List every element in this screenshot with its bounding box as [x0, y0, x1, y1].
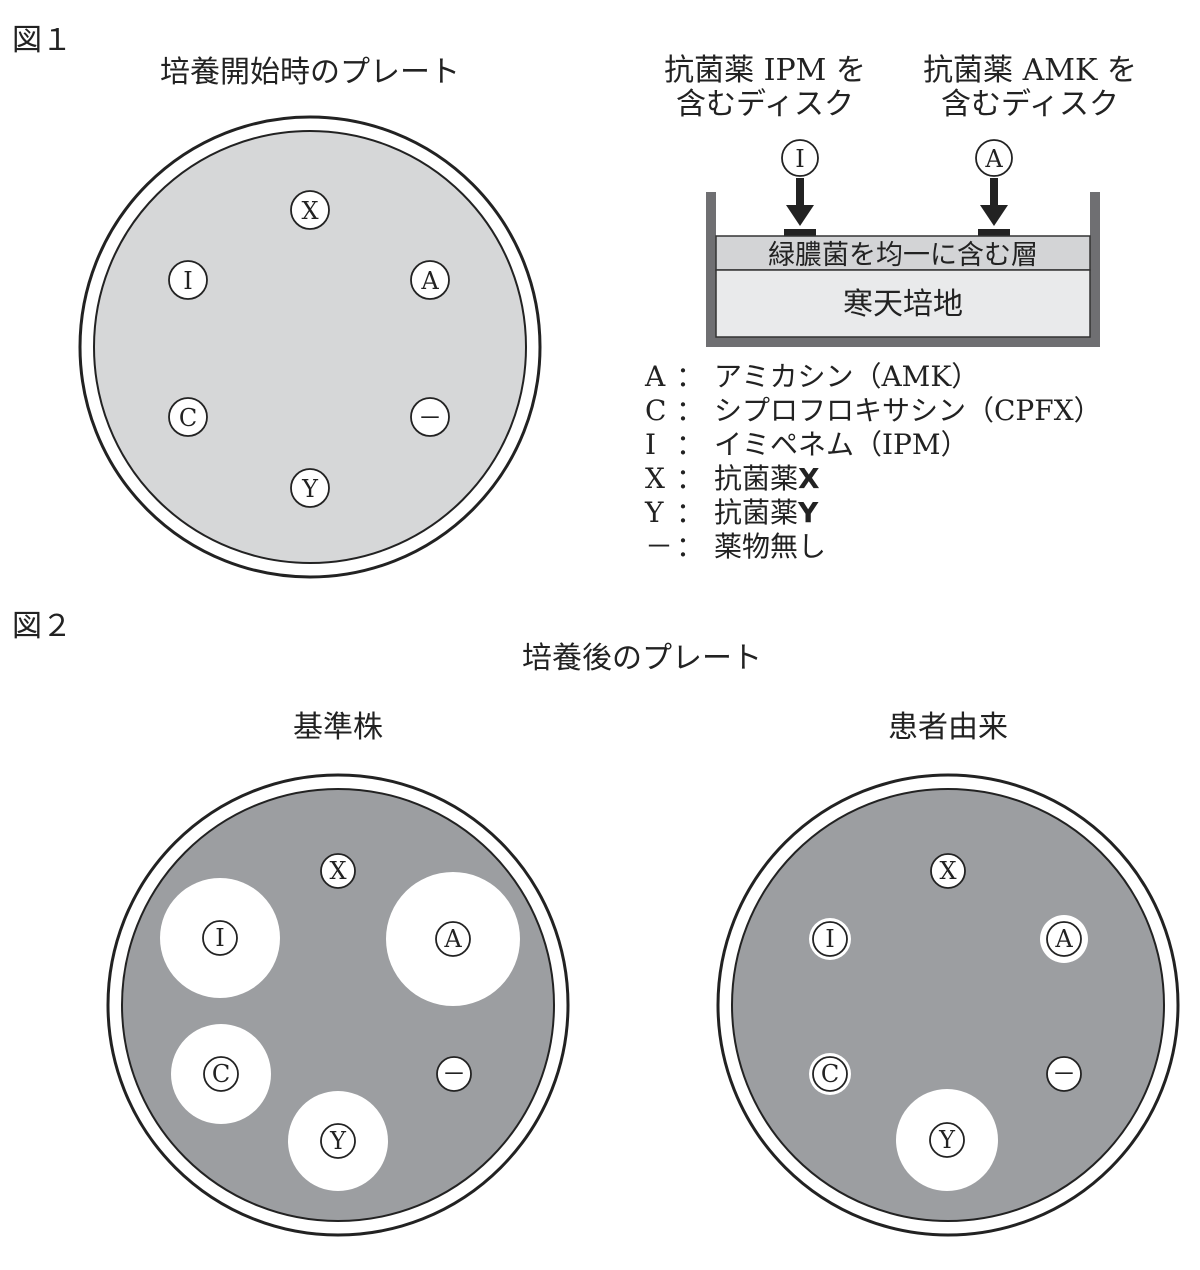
disc-none-label: －	[1052, 1060, 1076, 1088]
amk-marker-label: A	[984, 145, 1003, 173]
legend-key: X	[645, 462, 665, 495]
legend-row-a: A ： アミカシン（AMK）	[644, 360, 979, 393]
patient-plate-agar	[731, 788, 1165, 1222]
legend-key: A	[644, 360, 666, 393]
disc-c: C	[168, 397, 208, 437]
legend-desc: 薬物無し	[714, 530, 826, 563]
disc-i-label: I	[215, 924, 224, 952]
dish-cross-section: 緑膿菌を均一に含む層 寒天培地	[706, 192, 1100, 347]
legend-row-y: Y ： 抗菌薬 Y	[644, 496, 819, 529]
disc-y-label: Y	[329, 1127, 347, 1155]
disc-i: I	[168, 260, 208, 300]
legend-key: Y	[644, 496, 664, 529]
disc-a-label: A	[1054, 925, 1073, 953]
ipm-marker-label: I	[795, 145, 804, 173]
figure1-plate-title: 培養開始時のプレート	[160, 55, 460, 90]
initial-plate-agar	[93, 130, 527, 564]
bacteria-layer	[715, 235, 1091, 271]
figure2-label: 図２	[12, 609, 72, 644]
disc-y: Y	[290, 468, 330, 508]
disc-c: C	[812, 1056, 848, 1092]
disc-a-label: A	[443, 925, 462, 953]
legend-desc: アミカシン（AMK）	[714, 360, 979, 393]
legend-row-none: － ： 薬物無し	[645, 530, 826, 563]
dish-wall-left	[706, 192, 716, 347]
agar-layer	[715, 269, 1091, 338]
disc-none: －	[1046, 1056, 1082, 1092]
legend-sep: ：	[676, 428, 704, 461]
amk-marker: A	[975, 139, 1013, 177]
disc-none-label: －	[418, 404, 442, 432]
disc-i: I	[202, 920, 238, 956]
amk-disc-caption-line2: 含むディスク	[941, 87, 1119, 122]
disc-c-label: C	[179, 404, 197, 432]
disc-y-label: Y	[938, 1126, 956, 1154]
legend-key: I	[645, 428, 656, 461]
disc-a-label: A	[420, 267, 439, 295]
disc-a: A	[435, 921, 471, 957]
ipm-marker: I	[781, 139, 819, 177]
dish-bottom	[706, 337, 1100, 347]
disc-none: －	[410, 397, 450, 437]
legend-row-i: I ： イミペネム（IPM）	[645, 428, 969, 461]
legend-desc: 抗菌薬	[714, 462, 798, 495]
ipm-arrow	[784, 178, 816, 236]
figure2-title: 培養後のプレート	[522, 641, 762, 676]
legend-bold-letter: Y	[797, 496, 819, 529]
disc-c: C	[203, 1056, 239, 1092]
legend-sep: ：	[676, 394, 704, 427]
legend-sep: ：	[676, 462, 704, 495]
bacteria-layer-label: 緑膿菌を均一に含む層	[768, 240, 1038, 271]
ipm-disc-caption-line1: 抗菌薬 IPM を	[664, 53, 866, 88]
legend-row-c: C ： シプロフロキサシン（CPFX）	[645, 394, 1102, 427]
ipm-disc-caption-line2: 含むディスク	[676, 87, 854, 122]
disc-i-label: I	[825, 925, 834, 953]
figure1-label: 図１	[12, 23, 72, 58]
agar-layer-label: 寒天培地	[843, 287, 963, 322]
disc-none: －	[436, 1056, 472, 1092]
disc-none-label: －	[442, 1060, 466, 1088]
legend: A ： アミカシン（AMK） C ： シプロフロキサシン（CPFX） I ： イ…	[644, 360, 1102, 563]
disc-c-label: C	[212, 1060, 230, 1088]
legend-key: －	[645, 530, 673, 563]
disc-x: X	[930, 853, 966, 889]
patient-plate-title: 患者由来	[888, 710, 1008, 745]
disc-a: A	[1046, 921, 1082, 957]
legend-desc: イミペネム（IPM）	[714, 428, 969, 461]
dish-wall-right	[1090, 192, 1100, 347]
legend-row-x: X ： 抗菌薬 X	[645, 462, 820, 495]
disc-y-label: Y	[301, 475, 319, 503]
disc-a: A	[410, 260, 450, 300]
reference-strain-plate: X I A C － Y	[106, 773, 570, 1237]
disc-i: I	[812, 921, 848, 957]
initial-plate: X I A C － Y	[78, 115, 542, 579]
legend-desc: シプロフロキサシン（CPFX）	[714, 394, 1102, 427]
legend-bold-letter: X	[798, 462, 820, 495]
disc-x: X	[320, 853, 356, 889]
patient-strain-plate: X I A C － Y	[716, 773, 1180, 1237]
legend-sep: ：	[676, 496, 704, 529]
disc-x: X	[290, 190, 330, 230]
disc-c-label: C	[821, 1060, 839, 1088]
legend-sep: ：	[676, 360, 704, 393]
disc-y: Y	[320, 1123, 356, 1159]
legend-desc: 抗菌薬	[714, 496, 798, 529]
legend-key: C	[645, 394, 666, 427]
disc-i-label: I	[183, 267, 192, 295]
reference-plate-title: 基準株	[293, 710, 383, 745]
disc-x-label: X	[329, 857, 346, 885]
disc-x-label: X	[939, 857, 956, 885]
amk-arrow	[978, 178, 1010, 236]
disc-x-label: X	[301, 197, 318, 225]
disc-y: Y	[929, 1122, 965, 1158]
legend-sep: ：	[676, 530, 704, 563]
amk-disc-caption-line1: 抗菌薬 AMK を	[923, 53, 1137, 88]
